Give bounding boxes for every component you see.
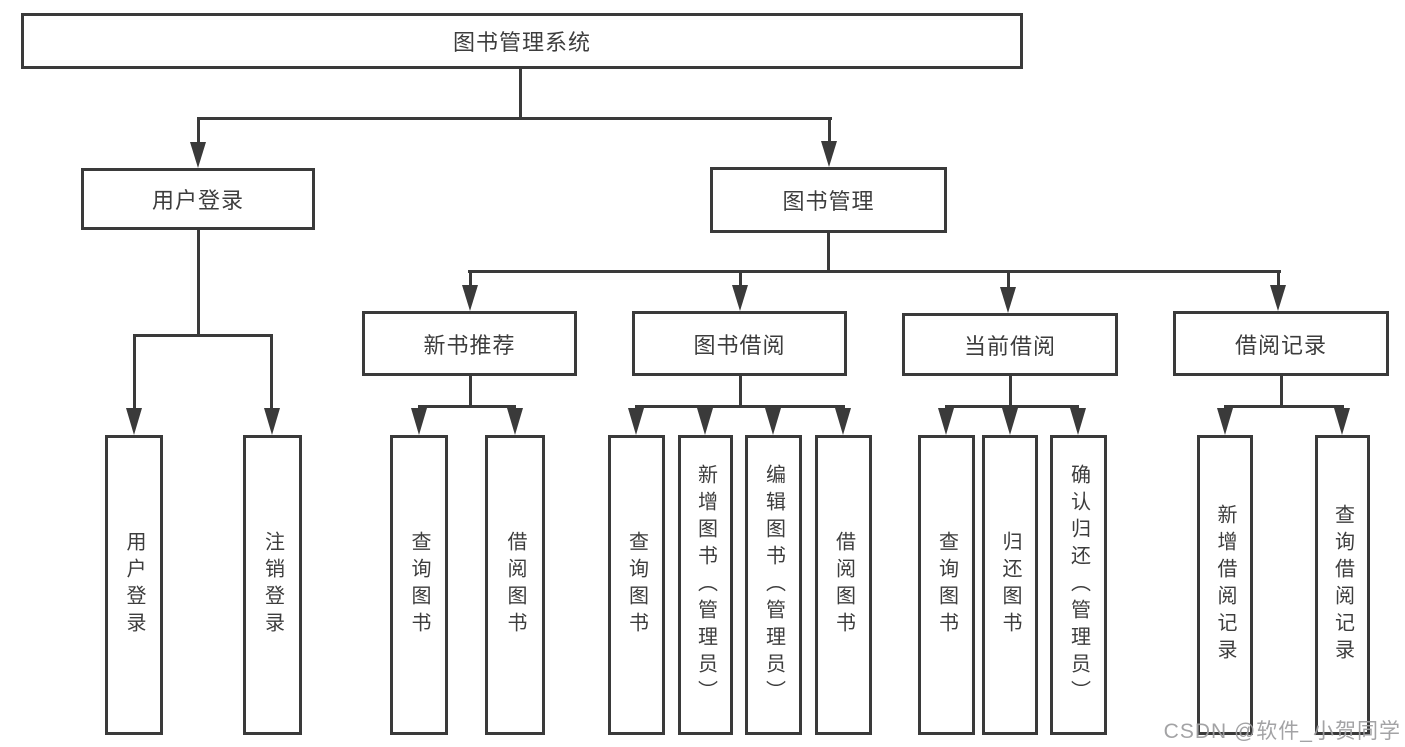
- connector-new-book-rec-bar: [418, 405, 516, 408]
- arrow-to-leaf-bb-edit: [765, 408, 781, 435]
- leaf-logout-label: 注销登录: [261, 531, 284, 639]
- connector-level2-bar: [197, 117, 832, 120]
- connector-drop-user-login: [197, 117, 200, 144]
- leaf-user-login: 用户登录: [105, 435, 163, 735]
- connector-book-borrowing-stem: [739, 376, 742, 408]
- connector-drop-leaf-logout: [270, 334, 273, 409]
- node-new-book-recommendation: 新书推荐: [362, 311, 577, 376]
- connector-drop-new-book-rec: [469, 270, 472, 287]
- connector-borrowing-records-bar: [1224, 405, 1344, 408]
- node-user-login-label: 用户登录: [151, 188, 244, 213]
- leaf-bb-query-books-label: 查询图书: [625, 531, 648, 639]
- connector-drop-current-borrowing: [1007, 270, 1010, 287]
- connector-user-login-bar: [133, 334, 273, 337]
- leaf-bb-borrow-books: 借阅图书: [815, 435, 872, 735]
- leaf-logout: 注销登录: [243, 435, 302, 735]
- connector-new-book-rec-stem: [469, 376, 472, 408]
- leaf-cb-query-books-label: 查询图书: [935, 531, 958, 639]
- leaf-rec-borrow-books-label: 借阅图书: [504, 531, 526, 639]
- node-book-borrowing-label: 图书借阅: [693, 332, 786, 358]
- leaf-br-query-record-label: 查询借阅记录: [1331, 504, 1354, 666]
- connector-borrowing-records-stem: [1280, 376, 1283, 408]
- arrow-to-new-book-rec: [462, 285, 478, 311]
- arrow-to-leaf-rec-query: [411, 408, 427, 435]
- arrow-to-user-login: [190, 142, 206, 168]
- arrow-to-leaf-bb-borrow: [835, 408, 851, 435]
- node-borrowing-records-label: 借阅记录: [1234, 332, 1327, 358]
- node-user-login: 用户登录: [81, 168, 315, 230]
- leaf-bb-add-books-admin-label: 新增图书（管理员）: [694, 463, 717, 707]
- node-new-book-recommendation-label: 新书推荐: [423, 332, 516, 358]
- node-root-label: 图书管理系统: [452, 30, 591, 55]
- connector-book-management-stem: [827, 233, 830, 273]
- node-borrowing-records: 借阅记录: [1173, 311, 1389, 376]
- leaf-br-query-record: 查询借阅记录: [1315, 435, 1370, 735]
- leaf-cb-confirm-return-admin-label: 确认归还（管理员）: [1067, 463, 1090, 707]
- leaf-bb-query-books: 查询图书: [608, 435, 665, 735]
- node-root-library-management-system: 图书管理系统: [21, 13, 1023, 69]
- leaf-cb-return-books-label: 归还图书: [999, 531, 1021, 639]
- arrow-to-leaf-bb-add: [697, 408, 713, 435]
- arrow-to-leaf-rec-borrow: [507, 408, 523, 435]
- arrow-to-leaf-cb-return: [1002, 408, 1018, 435]
- leaf-rec-borrow-books: 借阅图书: [485, 435, 545, 735]
- leaf-bb-add-books-admin: 新增图书（管理员）: [678, 435, 733, 735]
- connector-user-login-stem: [197, 230, 200, 337]
- connector-root-stem: [519, 69, 522, 120]
- leaf-bb-edit-books-admin-label: 编辑图书（管理员）: [762, 463, 785, 707]
- csdn-watermark: CSDN @软件_小贺同学: [1163, 720, 1401, 743]
- arrow-to-book-management: [821, 141, 837, 167]
- leaf-cb-query-books: 查询图书: [918, 435, 975, 735]
- arrow-to-leaf-cb-query: [938, 408, 954, 435]
- arrow-to-current-borrowing: [1000, 287, 1016, 313]
- arrow-to-leaf-cb-confirm: [1070, 408, 1086, 435]
- leaf-bb-edit-books-admin: 编辑图书（管理员）: [745, 435, 802, 735]
- leaf-cb-confirm-return-admin: 确认归还（管理员）: [1050, 435, 1107, 735]
- leaf-bb-borrow-books-label: 借阅图书: [832, 531, 855, 639]
- leaf-rec-query-books: 查询图书: [390, 435, 448, 735]
- connector-book-borrowing-bar: [635, 405, 845, 408]
- arrow-to-leaf-br-add: [1217, 408, 1233, 435]
- leaf-br-add-record: 新增借阅记录: [1197, 435, 1253, 735]
- arrow-to-book-borrowing: [732, 285, 748, 311]
- connector-drop-leaf-user-login: [133, 334, 136, 409]
- node-current-borrowing: 当前借阅: [902, 313, 1118, 376]
- connector-drop-book-management: [828, 117, 831, 143]
- leaf-cb-return-books: 归还图书: [982, 435, 1038, 735]
- node-book-borrowing: 图书借阅: [632, 311, 847, 376]
- arrow-to-leaf-br-query: [1334, 408, 1350, 435]
- connector-level3-bar: [468, 270, 1281, 273]
- connector-drop-borrowing-records: [1277, 270, 1280, 287]
- leaf-rec-query-books-label: 查询图书: [408, 531, 430, 639]
- leaf-user-login-label: 用户登录: [123, 531, 145, 639]
- connector-current-borrowing-stem: [1009, 376, 1012, 408]
- leaf-br-add-record-label: 新增借阅记录: [1214, 504, 1236, 666]
- arrow-to-leaf-user-login: [126, 408, 142, 435]
- node-book-management: 图书管理: [710, 167, 947, 233]
- arrow-to-leaf-logout: [264, 408, 280, 435]
- node-current-borrowing-label: 当前借阅: [963, 333, 1056, 359]
- arrow-to-leaf-bb-query: [628, 408, 644, 435]
- arrow-to-borrowing-records: [1270, 285, 1286, 311]
- connector-current-borrowing-bar: [945, 405, 1079, 408]
- connector-drop-book-borrowing: [739, 270, 742, 287]
- node-book-management-label: 图书管理: [782, 189, 875, 214]
